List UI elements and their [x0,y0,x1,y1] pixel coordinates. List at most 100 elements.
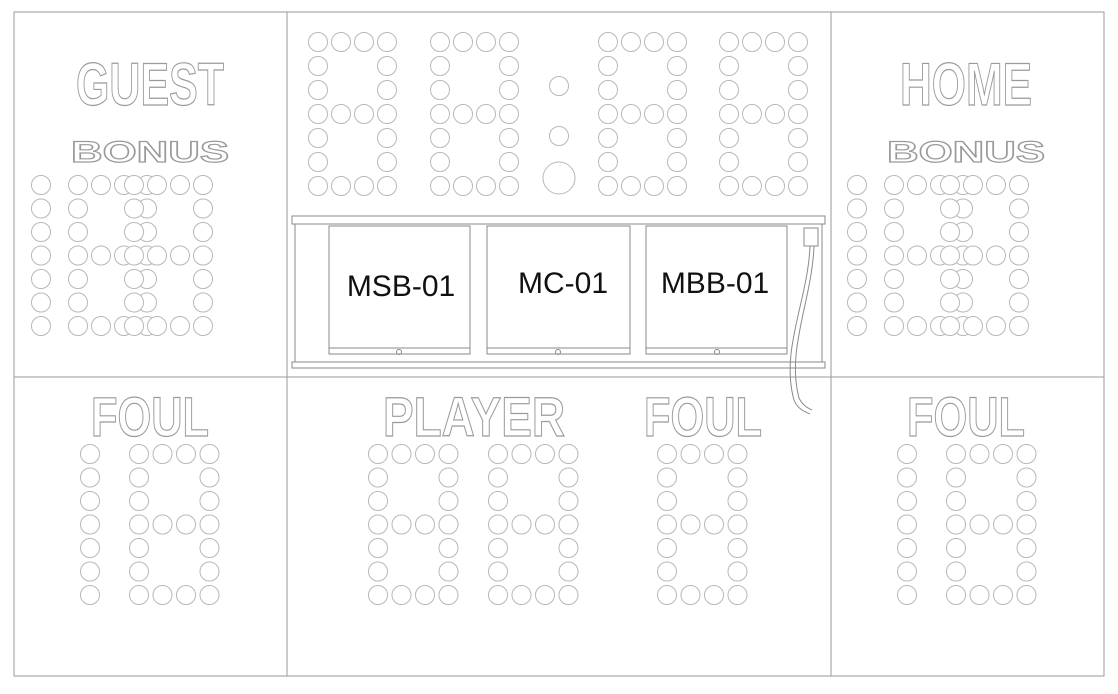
power-cable [789,245,811,415]
led-lamp [391,585,412,605]
led-lamp [91,245,111,266]
module-mc-01-label: MC-01 [518,267,608,300]
led-lamp [193,269,213,289]
led-lamp [727,467,748,488]
led-lamp [598,56,618,76]
led-lamp [719,56,739,76]
led-lamp [476,176,496,196]
led-lamp [788,32,808,52]
module-mbb-01-card [645,225,788,355]
led-lamp [719,104,739,124]
led-lamp [742,176,762,196]
led-lamp [667,80,687,100]
led-lamp [598,176,618,196]
led-lamp [847,222,867,242]
led-lamp [377,32,397,52]
led-lamp [124,292,144,313]
led-lamp [430,56,450,76]
led-lamp [488,491,508,511]
led-lamp [1016,561,1037,582]
led-lamp [847,175,867,195]
module-mc-01-screw [555,349,561,355]
led-lamp [368,467,388,488]
led-lamp [499,128,519,148]
led-lamp [549,126,569,146]
led-lamp [558,561,579,582]
led-lamp [438,585,459,605]
led-lamp [993,585,1013,605]
led-lamp [499,176,519,196]
led-lamp [124,198,144,219]
led-lamp [488,561,508,582]
led-lamp [31,316,51,336]
led-lamp [170,316,190,336]
led-lamp [80,514,100,535]
guest-foul-label: FOUL [91,385,209,448]
led-lamp [368,538,388,558]
power-cable-outer [794,245,815,411]
led-lamp [940,175,960,195]
led-lamp [946,491,966,511]
led-lamp [940,245,960,266]
led-lamp [598,80,618,100]
led-lamp [129,538,149,558]
led-lamp [453,32,473,52]
led-lamp [308,56,328,76]
led-lamp [476,32,496,52]
led-lamp [438,491,459,511]
led-lamp [430,176,450,196]
led-lamp [193,292,213,313]
led-lamp [488,538,508,558]
led-lamp [657,491,677,511]
led-lamp [377,176,397,196]
led-lamp [129,585,149,605]
led-lamp [368,491,388,511]
led-lamp [986,245,1006,266]
led-lamp [897,538,917,558]
cable-connector [803,227,819,247]
led-lamp [391,514,412,535]
led-lamp [897,444,917,464]
led-lamp [80,561,100,582]
home-bonus-label: BONUS [887,136,1045,169]
led-lamp [963,316,983,336]
led-lamp [719,80,739,100]
module-mc-01-card [486,225,631,355]
led-lamp [986,175,1006,195]
led-lamp [68,198,88,219]
led-lamp [558,467,579,488]
led-lamp [897,467,917,488]
led-lamp [742,32,762,52]
led-lamp [68,222,88,242]
home-label: HOME [900,51,1032,118]
led-lamp [147,316,167,336]
player-number-display [368,444,579,605]
led-lamp [704,514,724,535]
led-lamp [199,538,220,558]
led-lamp [377,152,397,172]
led-lamp [415,514,435,535]
led-lamp [657,467,677,488]
led-lamp [377,80,397,100]
led-lamp [657,514,677,535]
led-lamp [719,176,739,196]
module-msb-01-label: MSB-01 [347,270,455,303]
led-lamp [847,269,867,289]
led-lamp [176,514,196,535]
led-lamp [499,56,519,76]
led-lamp [368,585,388,605]
led-lamp [598,128,618,148]
led-lamp [354,104,374,124]
led-lamp [453,104,473,124]
led-lamp [719,32,739,52]
led-lamp [80,491,100,511]
led-lamp [1009,198,1029,219]
led-lamp [598,32,618,52]
led-lamp [308,104,328,124]
led-lamp [193,198,213,219]
led-lamp [598,152,618,172]
led-lamp [884,269,904,289]
led-lamp [354,176,374,196]
led-lamp [657,538,677,558]
led-lamp [511,444,532,464]
